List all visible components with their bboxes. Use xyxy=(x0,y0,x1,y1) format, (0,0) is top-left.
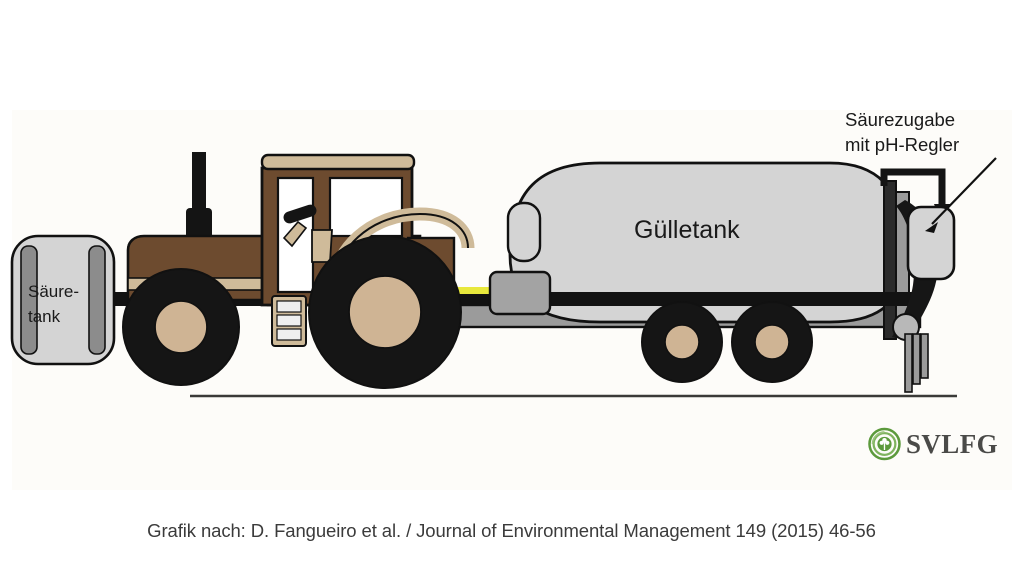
svlfg-logo-text: SVLFG xyxy=(905,428,998,459)
acid-tank-label: Säure- tank xyxy=(28,280,79,329)
acid-feed-pipe xyxy=(880,168,946,208)
cab-step-2 xyxy=(276,314,302,327)
acid-tank-strap-right xyxy=(88,245,106,355)
tanker-rear-mast xyxy=(883,180,897,340)
acid-hose-yellow xyxy=(455,287,503,294)
acid-tank-strap-left xyxy=(20,245,38,355)
figure-caption: Grafik nach: D. Fangueiro et al. / Journ… xyxy=(147,520,876,541)
tractor xyxy=(122,152,475,389)
tanker-hitch-block xyxy=(488,270,552,316)
tank-front-filler xyxy=(506,201,542,263)
tractor-cab-roof xyxy=(260,153,416,171)
exhaust-pipe-upper xyxy=(192,152,206,218)
steering-wheel-icon xyxy=(283,204,317,224)
tanker-wheel-rear xyxy=(731,301,813,383)
tractor-rear-wheel xyxy=(308,235,462,389)
acid-tank xyxy=(10,234,116,366)
acid-tank-label-line1: Säure- xyxy=(28,282,80,301)
steering-column xyxy=(282,220,308,248)
tractor-seat xyxy=(311,229,333,263)
cab-step-3 xyxy=(276,328,302,341)
injector-bar-3 xyxy=(920,333,929,379)
annotation-line-2: mit pH-Regler xyxy=(845,133,960,155)
svlfg-logo: SVLFG xyxy=(868,418,998,470)
annotation-leader xyxy=(925,157,997,233)
acid-dosing-annotation: Säurezugabe mit pH-Regler xyxy=(845,108,1023,158)
injector-bar-2 xyxy=(912,333,921,385)
acid-tank-label-line2: tank xyxy=(28,306,61,326)
acid-dosing-unit xyxy=(880,168,956,393)
slurry-tank-label: Gülletank xyxy=(634,216,740,244)
cab-step-1 xyxy=(276,300,302,313)
tractor-front-wheel xyxy=(122,268,240,386)
annotation-line-1: Säurezugabe xyxy=(845,109,956,130)
ph-dosing-vessel xyxy=(906,205,956,281)
cab-rear-window xyxy=(328,176,404,238)
tanker-wheel-front xyxy=(641,301,723,383)
svlfg-tree-rings-icon xyxy=(868,427,901,461)
annotation-arrowhead-icon xyxy=(925,222,938,233)
injector-bar-1 xyxy=(904,333,913,393)
